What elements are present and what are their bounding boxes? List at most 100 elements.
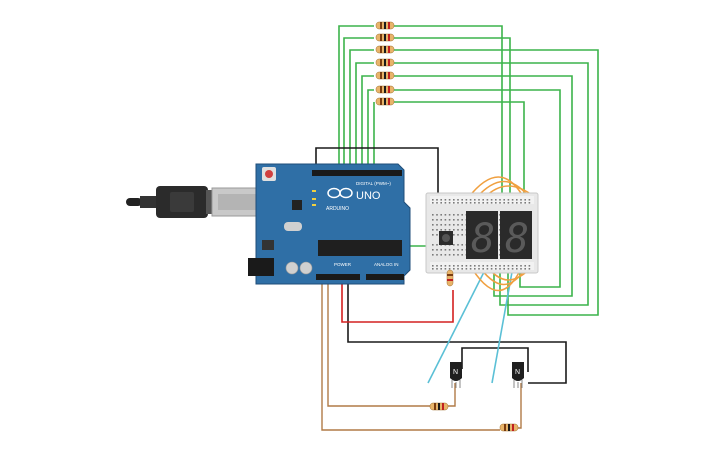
- breadboard-hole: [503, 202, 505, 204]
- breadboard-hole: [457, 219, 459, 221]
- breadboard-hole: [448, 219, 451, 221]
- resistor-2[interactable]: [375, 33, 395, 42]
- digital-header: [312, 170, 402, 176]
- breadboard-hole: [448, 249, 451, 251]
- reset-button-cap[interactable]: [265, 170, 273, 178]
- breadboard-hole: [436, 249, 438, 251]
- breadboard-hole: [528, 202, 531, 204]
- breadboard-hole: [478, 202, 480, 204]
- breadboard-hole: [457, 229, 459, 231]
- brown-wire-2[interactable]: [327, 280, 456, 407]
- orange-wire-1[interactable]: [467, 176, 525, 199]
- resistor-5[interactable]: [375, 71, 395, 80]
- breadboard-hole: [444, 229, 447, 231]
- cyan-wire-left[interactable]: [427, 271, 485, 384]
- black-wire-transistor-link[interactable]: [461, 347, 529, 372]
- breadboard-hole: [490, 268, 493, 270]
- seven-segment-left[interactable]: 8: [466, 211, 498, 262]
- breadboard-hole: [453, 229, 455, 231]
- breadboard-hole: [520, 265, 522, 267]
- push-button-cap[interactable]: [442, 234, 450, 242]
- breadboard-hole: [432, 268, 434, 270]
- breadboard-hole: [495, 202, 497, 204]
- breadboard-hole: [448, 254, 451, 256]
- breadboard-resistor[interactable]: [446, 269, 454, 287]
- breadboard-hole: [444, 265, 447, 267]
- breadboard-hole: [507, 268, 510, 270]
- breadboard-hole: [432, 219, 434, 221]
- breadboard-hole: [478, 199, 480, 201]
- breadboard-hole: [432, 265, 434, 267]
- base-resistor-1[interactable]: [429, 402, 449, 411]
- breadboard-hole: [499, 199, 501, 201]
- breadboard-hole: [436, 254, 438, 256]
- breadboard-hole: [432, 214, 434, 216]
- breadboard-hole: [461, 219, 463, 221]
- analog-pins-label: ANALOG IN: [374, 262, 399, 267]
- arduino-uno-board[interactable]: UNO ARDUINO DIGITAL (PWM~) POWER ANALOG …: [248, 163, 411, 285]
- breadboard-hole: [440, 265, 442, 267]
- breadboard-hole: [461, 265, 463, 267]
- breadboard-hole: [520, 268, 522, 270]
- resistor-6[interactable]: [375, 85, 395, 94]
- breadboard-hole: [482, 265, 484, 267]
- breadboard-hole: [478, 268, 480, 270]
- seven-segment-right[interactable]: 8: [500, 211, 532, 262]
- green-wire-5[interactable]: [361, 75, 573, 297]
- power-jack[interactable]: [248, 258, 274, 276]
- breadboard-hole: [448, 265, 451, 267]
- breadboard-hole: [490, 265, 493, 267]
- red-wire-5v[interactable]: [341, 280, 454, 323]
- usb-chip: [292, 200, 302, 210]
- breadboard-hole: [440, 254, 442, 256]
- breadboard-hole: [465, 202, 468, 204]
- brown-wire-1[interactable]: [321, 280, 522, 431]
- breadboard-hole: [469, 199, 472, 201]
- breadboard-hole: [440, 202, 442, 204]
- breadboard-hole: [444, 202, 447, 204]
- resistor-7[interactable]: [375, 97, 395, 106]
- resistor-3[interactable]: [375, 45, 395, 54]
- base-resistor-2[interactable]: [499, 423, 519, 432]
- breadboard-hole: [453, 202, 455, 204]
- breadboard-hole: [528, 265, 531, 267]
- breadboard-hole: [465, 265, 468, 267]
- breadboard-hole: [457, 199, 459, 201]
- transistor-left[interactable]: N: [450, 362, 462, 388]
- breadboard-hole: [516, 265, 518, 267]
- breadboard-hole: [453, 234, 455, 236]
- breadboard-hole: [448, 199, 451, 201]
- transistor-right[interactable]: N: [512, 362, 524, 388]
- capacitor-1: [285, 261, 299, 275]
- breadboard-hole: [478, 265, 480, 267]
- breadboard-hole: [503, 265, 505, 267]
- breadboard-hole: [457, 265, 459, 267]
- breadboard-hole: [469, 268, 472, 270]
- breadboard-hole: [432, 229, 434, 231]
- green-wire-1[interactable]: [338, 25, 503, 195]
- infinity-logo-right: [339, 187, 353, 199]
- breadboard-hole: [516, 202, 518, 204]
- breadboard-hole: [457, 268, 459, 270]
- breadboard-hole: [448, 224, 451, 226]
- breadboard-hole: [453, 244, 455, 246]
- breadboard-hole: [440, 249, 442, 251]
- cyan-wire-right[interactable]: [491, 271, 513, 384]
- transistor-right-label: N: [515, 369, 520, 376]
- green-wire-4[interactable]: [355, 62, 589, 306]
- brown-wires: [321, 280, 522, 431]
- green-wire-3[interactable]: [349, 49, 599, 316]
- breadboard-hole: [448, 214, 451, 216]
- resistor-4[interactable]: [375, 58, 395, 67]
- breadboard-hole: [457, 249, 459, 251]
- usb-cable[interactable]: [126, 186, 271, 218]
- resistor-1[interactable]: [375, 21, 395, 30]
- breadboard-hole: [465, 199, 468, 201]
- green-wire-2[interactable]: [343, 37, 511, 195]
- led-tx: [312, 198, 316, 200]
- transistor-left-label: N: [453, 369, 458, 376]
- breadboard-hole: [436, 214, 438, 216]
- breadboard-hole: [511, 202, 514, 204]
- breadboard-hole: [507, 199, 510, 201]
